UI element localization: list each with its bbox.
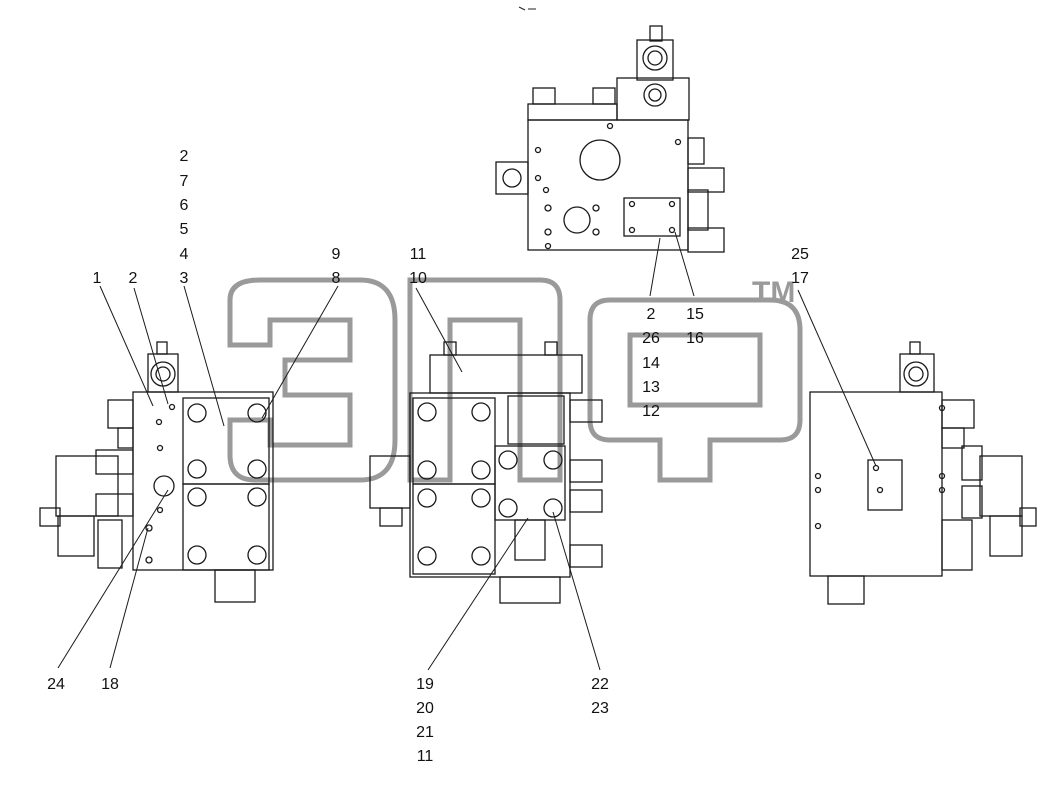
callout-16: 16 <box>686 330 704 347</box>
callout-25: 25 <box>791 246 809 263</box>
callout-6: 6 <box>179 197 189 214</box>
callout-18: 18 <box>101 676 119 693</box>
callout-3: 3 <box>179 270 189 287</box>
callout-23: 23 <box>591 700 609 717</box>
callout-19: 19 <box>416 676 434 693</box>
callout-13: 13 <box>642 379 660 396</box>
callout-11-bottom: 11 <box>416 748 434 765</box>
valve-right-view <box>809 341 1037 605</box>
callout-21: 21 <box>416 724 434 741</box>
watermark-logo <box>227 277 803 483</box>
callout-26: 26 <box>642 330 660 347</box>
callout-5: 5 <box>179 221 189 238</box>
callout-10: 10 <box>409 270 427 287</box>
callout-17: 17 <box>791 270 809 287</box>
callout-1: 1 <box>92 270 102 287</box>
callout-2-left: 2 <box>128 270 138 287</box>
valve-center-view <box>369 341 603 604</box>
callout-9: 9 <box>331 246 341 263</box>
callout-20: 20 <box>416 700 434 717</box>
callout-7: 7 <box>179 173 189 190</box>
callout-24: 24 <box>47 676 65 693</box>
trademark-mark: TM <box>752 276 795 309</box>
callout-2-mid: 2 <box>646 306 656 323</box>
callout-11-top: 11 <box>409 246 427 263</box>
top-mark <box>518 6 536 11</box>
callout-15: 15 <box>686 306 704 323</box>
leader-lines <box>57 231 877 671</box>
callout-22: 22 <box>591 676 609 693</box>
valve-top-view <box>495 25 725 253</box>
callout-4: 4 <box>179 246 189 263</box>
callout-8: 8 <box>331 270 341 287</box>
callout-14: 14 <box>642 355 660 372</box>
callout-2-top: 2 <box>179 148 189 165</box>
valve-left-view <box>39 341 274 603</box>
callout-12: 12 <box>642 403 660 420</box>
